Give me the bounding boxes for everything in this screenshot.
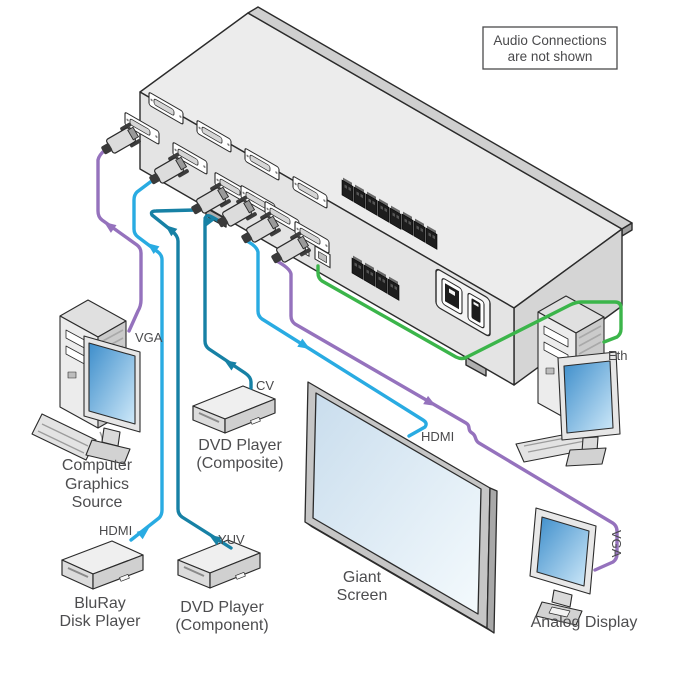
cable-yuv-input	[149, 208, 233, 550]
note-line-2: are not shown	[508, 49, 593, 64]
label-eth: Eth	[608, 348, 628, 363]
caption-dvd-composite-2: (Composite)	[196, 455, 283, 472]
caption-dvd-component-2: (Component)	[175, 617, 268, 634]
switcher-panel-ports	[124, 91, 491, 337]
label-yuv: YUV	[218, 532, 245, 547]
label-vga-source: VGA	[135, 330, 163, 345]
caption-computer-2: Graphics	[65, 476, 129, 493]
giant-screen	[304, 381, 498, 634]
dvd-player-component	[177, 539, 261, 589]
note-box: Audio Connections are not shown	[482, 26, 618, 70]
caption-analog-display: Analog Display	[531, 614, 638, 631]
caption-computer-3: Source	[72, 494, 123, 511]
caption-dvd-composite-1: DVD Player	[198, 437, 282, 454]
analog-display	[529, 507, 597, 626]
caption-giant-screen-1: Giant	[343, 569, 382, 586]
caption-bluray-2: Disk Player	[60, 613, 142, 630]
caption-bluray-1: BluRay	[74, 595, 126, 612]
cable-vga-input	[96, 148, 143, 333]
caption-computer-1: Computer	[62, 457, 133, 474]
cable-cv-input	[203, 213, 253, 390]
control-pc	[515, 295, 621, 467]
label-hdmi-source: HDMI	[99, 523, 132, 538]
cables	[96, 148, 623, 572]
note-line-1: Audio Connections	[493, 33, 607, 48]
ethernet-port	[314, 245, 331, 269]
power-inlet	[435, 268, 491, 337]
device-front-panel	[139, 91, 515, 386]
power-switch	[467, 292, 485, 329]
label-hdmi-display: HDMI	[421, 429, 454, 444]
cable-ethernet	[316, 264, 623, 361]
bluray-disk-player	[61, 540, 144, 590]
dvd-player-composite	[192, 385, 276, 434]
computer-graphics-source	[31, 299, 141, 465]
label-cv: CV	[256, 378, 274, 393]
cable-hdmi-output	[243, 238, 428, 438]
caption-dvd-component-1: DVD Player	[180, 599, 264, 616]
cable-vga-output	[273, 258, 619, 572]
label-vga-display: VGA	[609, 530, 624, 558]
device-captions: Computer Graphics Source BluRay Disk Pla…	[60, 437, 638, 634]
caption-giant-screen-2: Screen	[337, 587, 388, 604]
